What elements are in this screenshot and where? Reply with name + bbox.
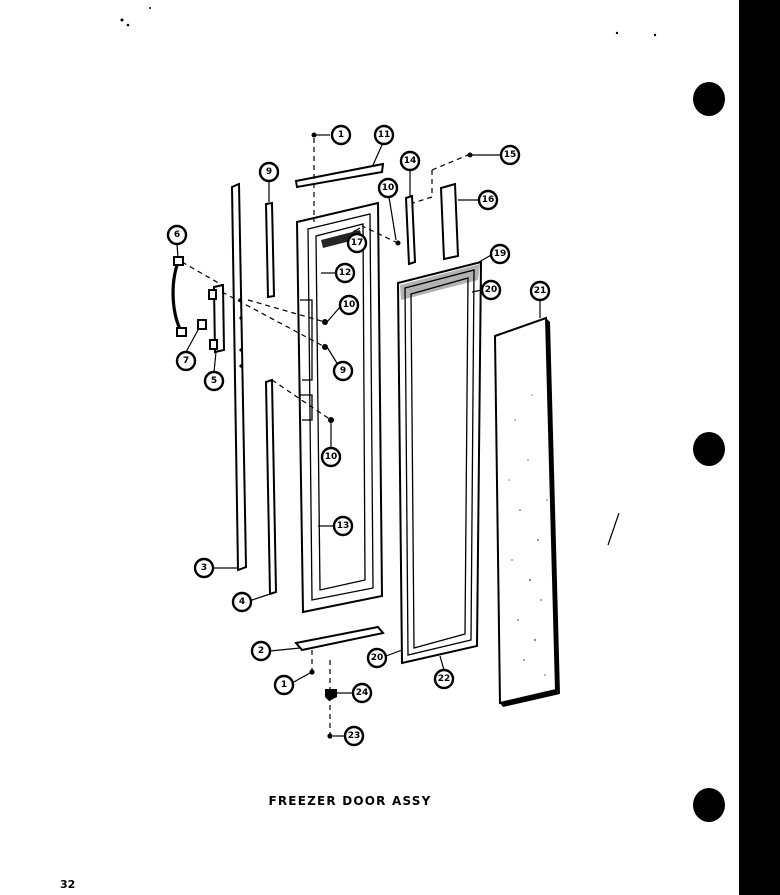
lower-trim-strip — [264, 378, 278, 596]
callout-2: 2 — [250, 640, 272, 662]
callout-label: 9 — [340, 366, 346, 376]
scan-edge-bar — [739, 0, 780, 895]
door-handle — [171, 256, 187, 337]
callout-label: 3 — [201, 563, 207, 573]
callout-label: 13 — [337, 521, 350, 531]
door-side-strip — [230, 182, 248, 572]
callout-9-mid: 9 — [332, 360, 354, 382]
callout-label: 10 — [343, 300, 356, 310]
callout-label: 6 — [174, 230, 180, 240]
callout-label: 20 — [371, 653, 384, 663]
callout-5: 5 — [203, 370, 225, 392]
alignment-lines — [181, 138, 469, 734]
callout-label: 12 — [339, 268, 352, 278]
hinge-piece — [404, 194, 417, 266]
scan-specks — [120, 7, 657, 546]
callout-11: 11 — [373, 124, 395, 146]
door-gasket — [396, 260, 483, 665]
callout-20-top: 20 — [480, 279, 502, 301]
callout-10-mid: 10 — [338, 294, 360, 316]
upper-trim-strip — [264, 201, 276, 299]
callout-label: 1 — [281, 680, 287, 690]
callout-22: 22 — [433, 668, 455, 690]
callout-7: 7 — [175, 350, 197, 372]
callout-label: 10 — [382, 183, 395, 193]
callout-label: 7 — [183, 356, 189, 366]
callout-21: 21 — [529, 280, 551, 302]
side-bracket — [439, 182, 460, 261]
bottom-end-cap — [294, 625, 385, 652]
callout-20-bot: 20 — [366, 647, 388, 669]
callout-label: 19 — [494, 249, 507, 259]
callout-label: 20 — [485, 285, 498, 295]
callout-label: 22 — [438, 674, 451, 684]
leader-lines — [176, 134, 541, 737]
screws — [309, 132, 473, 739]
callout-10-low: 10 — [320, 446, 342, 468]
callout-10-top: 10 — [377, 177, 399, 199]
callout-16: 16 — [477, 189, 499, 211]
callout-label: 1 — [338, 130, 344, 140]
callout-label: 16 — [482, 195, 495, 205]
callout-1-bot: 1 — [273, 674, 295, 696]
callout-23: 23 — [343, 725, 365, 747]
callout-14: 14 — [399, 150, 421, 172]
binder-hole-bottom — [693, 788, 725, 822]
callout-label: 21 — [534, 286, 547, 296]
callout-label: 14 — [404, 156, 417, 166]
callout-1-top: 1 — [330, 124, 352, 146]
callout-label: 9 — [266, 167, 272, 177]
callout-label: 5 — [211, 376, 217, 386]
callout-13: 13 — [332, 515, 354, 537]
callout-19: 19 — [489, 243, 511, 265]
page-number: 32 — [60, 878, 76, 891]
handle-clip — [197, 319, 207, 330]
binder-hole-middle — [693, 432, 725, 466]
callout-label: 15 — [504, 150, 517, 160]
callout-17: 17 — [346, 232, 368, 254]
diagram-title: FREEZER DOOR ASSY — [268, 794, 432, 808]
callout-label: 10 — [325, 452, 338, 462]
callout-label: 2 — [258, 646, 264, 656]
callout-3: 3 — [193, 557, 215, 579]
callout-24: 24 — [351, 682, 373, 704]
binder-hole-top — [693, 82, 725, 116]
callout-9-top: 9 — [258, 161, 280, 183]
callout-4: 4 — [231, 591, 253, 613]
callout-label: 23 — [348, 731, 361, 741]
outer-door-panel — [493, 316, 560, 707]
top-end-cap — [294, 162, 385, 189]
callout-label: 24 — [356, 688, 369, 698]
callout-label: 11 — [378, 130, 391, 140]
door-liner-frame — [295, 201, 384, 614]
callout-label: 17 — [351, 238, 364, 248]
callout-15: 15 — [499, 144, 521, 166]
callout-label: 4 — [239, 597, 245, 607]
callout-12: 12 — [334, 262, 356, 284]
handle-bracket — [208, 283, 226, 354]
callout-6: 6 — [166, 224, 188, 246]
